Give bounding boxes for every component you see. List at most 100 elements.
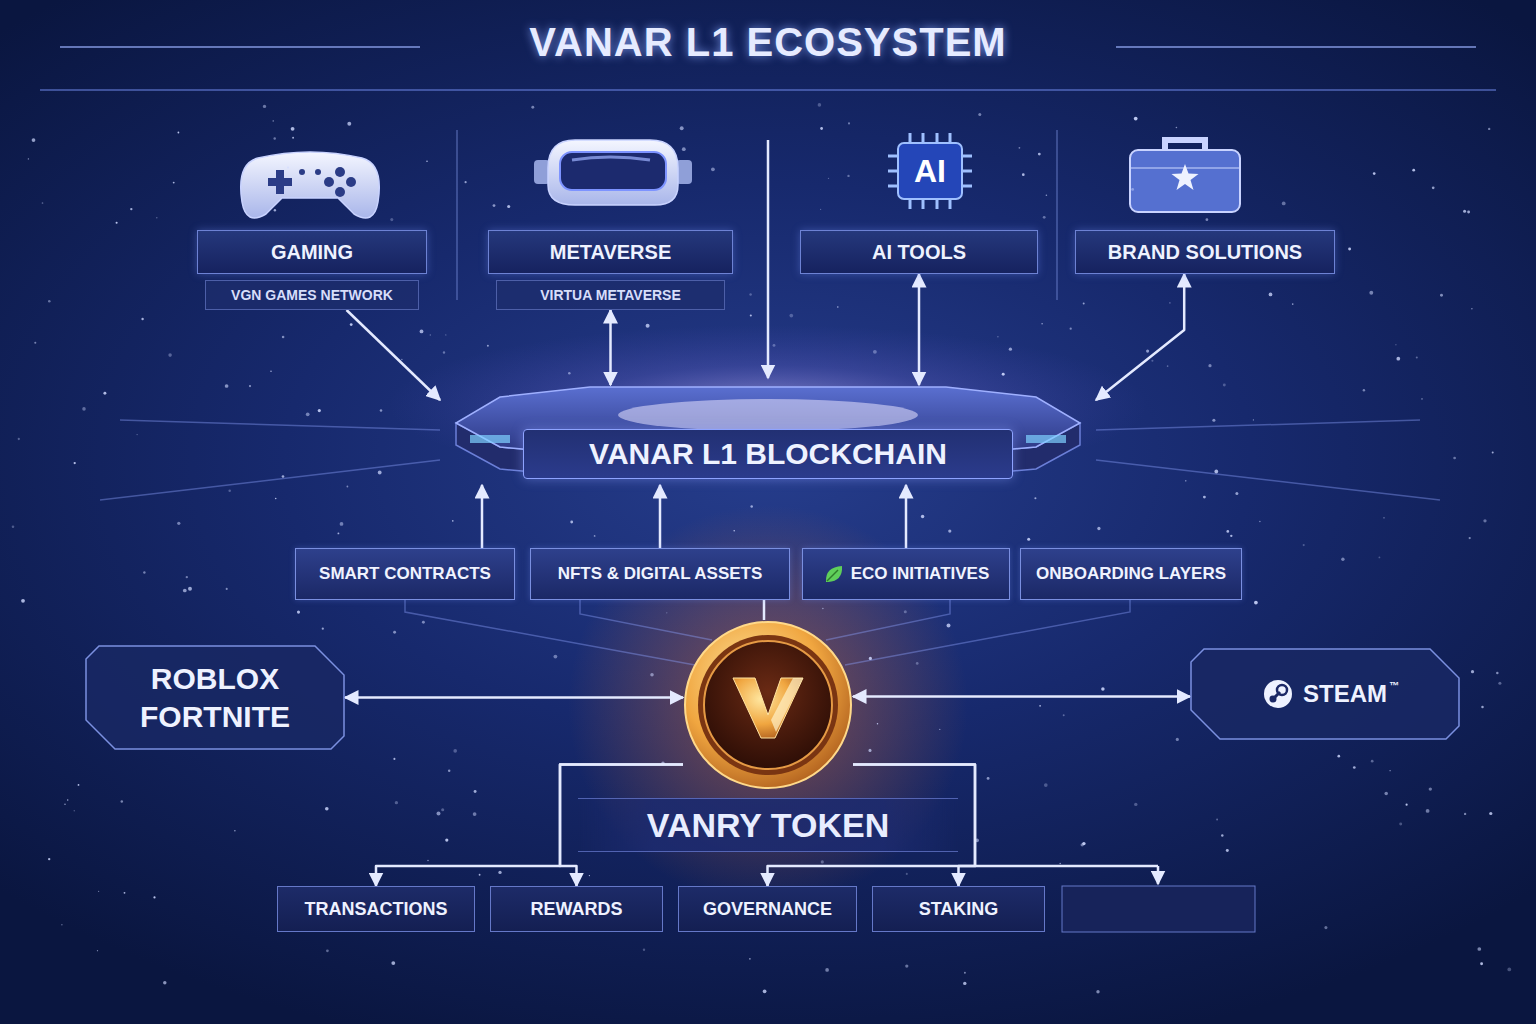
- feature-label: SMART CONTRACTS: [319, 564, 491, 584]
- star-dot: [340, 522, 344, 526]
- star-dot: [1440, 294, 1443, 297]
- star-dot: [445, 838, 448, 841]
- subtitle-text: VGN GAMES NETWORK: [231, 287, 393, 303]
- star-dot: [1395, 344, 1396, 345]
- star-dot: [568, 372, 571, 375]
- star-dot: [1009, 348, 1012, 351]
- coin-face: [704, 641, 832, 769]
- star-dot: [1022, 173, 1025, 176]
- platform-box: ROBLOX FORTNITE: [85, 645, 345, 750]
- star-dot: [1134, 803, 1137, 806]
- leaf-shape: [826, 566, 842, 582]
- category-box: GAMING: [197, 230, 427, 274]
- star-dot: [98, 891, 99, 892]
- chip-pin: [962, 170, 972, 173]
- notched-frame: [86, 646, 344, 749]
- platform-label-box: VANAR L1 BLOCKCHAIN: [523, 429, 1013, 479]
- star-dot: [1131, 188, 1134, 191]
- feature-box-frame: NFTS & DIGITAL ASSETS: [530, 548, 790, 600]
- star-dot: [306, 412, 310, 416]
- star-dot: [594, 535, 596, 537]
- star-dot: [1383, 517, 1384, 518]
- ai-chip-icon: [888, 133, 972, 209]
- chip-pin: [962, 155, 972, 158]
- star-dot: [1059, 863, 1061, 865]
- star-dot: [441, 808, 444, 811]
- star-dot: [347, 486, 349, 488]
- star-dot: [1371, 760, 1374, 763]
- star-dot: [1469, 537, 1471, 539]
- star-dot: [437, 812, 441, 816]
- star-dot: [1463, 210, 1466, 213]
- star-dot: [427, 860, 429, 862]
- leaf-vein: [827, 570, 838, 581]
- star-dot: [1498, 682, 1501, 685]
- star-dot: [820, 127, 823, 130]
- star-dot: [1212, 419, 1215, 422]
- briefcase-icon: [1130, 140, 1240, 212]
- star-dot: [1169, 302, 1171, 304]
- star-dot: [1097, 527, 1100, 530]
- connector: [481, 485, 484, 548]
- star-dot: [1203, 496, 1206, 499]
- header-rule: [40, 89, 1496, 91]
- gamepad-dpad: [268, 170, 292, 194]
- star-dot: [422, 621, 425, 624]
- star-dot: [371, 175, 372, 176]
- star-dot: [474, 790, 477, 793]
- star-dot: [904, 610, 907, 613]
- star-dot: [1480, 962, 1483, 965]
- star-dot: [1477, 947, 1481, 951]
- star-dot: [401, 359, 403, 361]
- utility-box-frame: TRANSACTIONS: [277, 886, 475, 932]
- star-dot: [1489, 812, 1492, 815]
- connector: [345, 696, 683, 699]
- feature-box: NFTS & DIGITAL ASSETS: [530, 548, 790, 600]
- connector: [918, 274, 921, 385]
- empty-box: [1062, 886, 1255, 932]
- star-dot: [173, 182, 175, 184]
- utility-box: TRANSACTIONS: [277, 886, 475, 932]
- star-dot: [1269, 293, 1273, 297]
- star-dot: [1214, 470, 1218, 474]
- star-dot: [978, 113, 981, 116]
- title-rule: [1116, 46, 1476, 48]
- star-dot: [1384, 792, 1388, 796]
- star-dot: [1151, 360, 1153, 362]
- utility-box-frame: REWARDS: [490, 886, 663, 932]
- star-dot: [1223, 383, 1226, 386]
- divider-line: [1056, 130, 1058, 300]
- star-dot: [1101, 687, 1105, 691]
- star-dot: [1235, 492, 1238, 495]
- star-dot: [680, 126, 684, 130]
- star-dot: [818, 103, 822, 107]
- circuit-line: [100, 460, 440, 500]
- platform-box-content: STEAM: [1190, 648, 1460, 740]
- utility-label: GOVERNANCE: [703, 899, 832, 920]
- star-dot: [1208, 364, 1211, 367]
- star-dot: [877, 723, 878, 724]
- star-dot: [847, 175, 849, 177]
- star-dot: [263, 105, 266, 108]
- star-dot: [249, 385, 251, 387]
- star-dot: [869, 657, 872, 660]
- star-dot: [733, 530, 735, 532]
- platform-light: [618, 399, 918, 431]
- star-dot: [828, 178, 829, 179]
- star-dot: [1082, 842, 1085, 845]
- star-dot: [1348, 248, 1351, 251]
- star-dot: [868, 749, 871, 752]
- star-dot: [1216, 819, 1218, 821]
- star-dot: [1002, 373, 1005, 376]
- star-dot: [749, 293, 751, 295]
- star-dot: [130, 208, 132, 210]
- star-dot: [1019, 147, 1021, 149]
- star-dot: [141, 318, 143, 320]
- star-dot: [1412, 169, 1415, 172]
- platform-name: ROBLOX FORTNITE: [105, 660, 325, 735]
- star-dot: [666, 612, 667, 613]
- chip-pin: [949, 133, 952, 143]
- star-dot: [1043, 216, 1046, 219]
- star-dot: [822, 608, 823, 609]
- star-dot: [1226, 849, 1229, 852]
